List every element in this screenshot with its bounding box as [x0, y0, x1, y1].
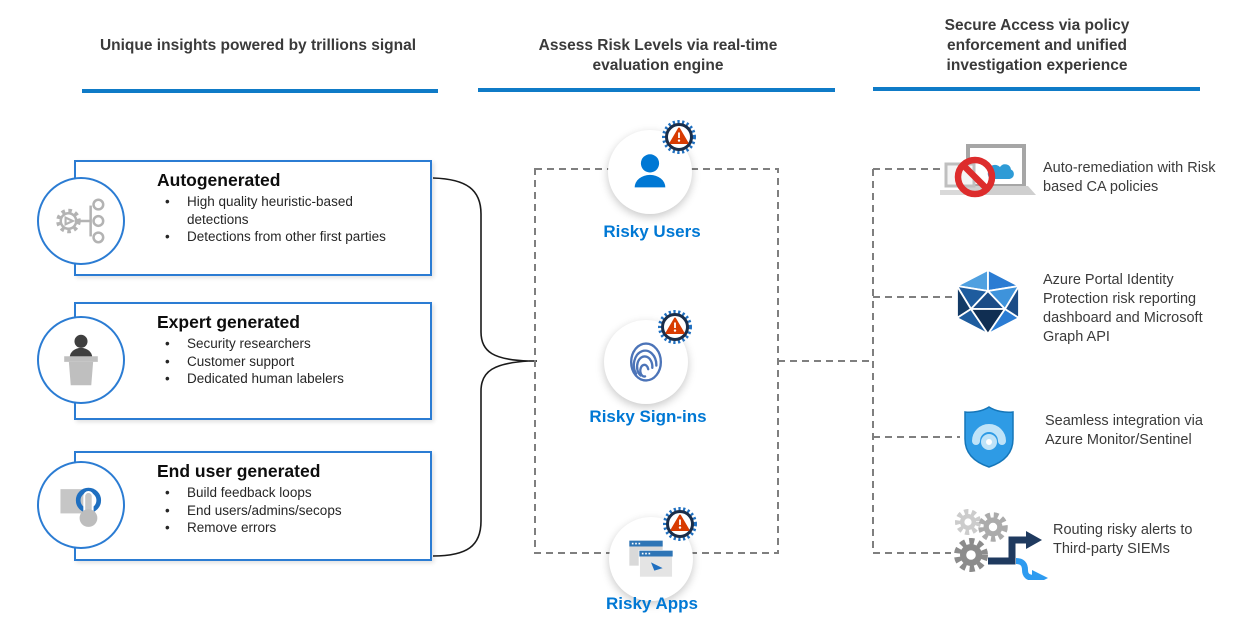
presenter-podium-icon — [64, 334, 98, 386]
header-assess-risk: Assess Risk Levels via real-time evaluat… — [538, 37, 778, 74]
risky-users-circle — [608, 120, 696, 214]
blocked-device-icon — [938, 140, 1038, 225]
bullet-list: Build feedback loops End users/admins/se… — [157, 484, 420, 537]
siem-routing-text: Routing risky alerts to Third-party SIEM… — [1053, 522, 1193, 558]
bullet-item: Build feedback loops — [157, 484, 402, 502]
header-underline — [478, 88, 835, 92]
bullet-list: High quality heuristic-based detections … — [157, 193, 420, 246]
bullet-item: Security researchers — [157, 335, 402, 353]
header-underline — [82, 89, 438, 93]
fingerprint-icon — [629, 342, 663, 382]
bullet-item: Detections from other first parties — [157, 228, 402, 246]
risky-apps-circle — [609, 507, 697, 601]
source-box-expert-generated: Expert generated Security researchers Cu… — [74, 302, 432, 420]
azure-portal-text: Azure Portal Identity Protection risk re… — [1043, 272, 1203, 346]
brace-connector — [432, 177, 530, 557]
end-user-generated-circle — [37, 461, 125, 549]
box-title: Expert generated — [157, 312, 300, 332]
gears-routing-icon — [946, 506, 1056, 586]
user-icon — [634, 154, 666, 188]
app-windows-icon — [629, 540, 674, 578]
dashed-connectors — [534, 168, 960, 554]
bullet-item: High quality heuristic-based detections — [157, 193, 402, 228]
user-tap-icon — [60, 487, 102, 527]
risky-apps-label: Risky Apps — [606, 594, 698, 613]
azure-monitor-text: Seamless integration via Azure Monitor/S… — [1045, 413, 1203, 449]
source-box-autogenerated: Autogenerated High quality heuristic-bas… — [74, 160, 432, 276]
risky-signins-circle — [604, 310, 692, 404]
identity-protection-icon — [953, 269, 1023, 340]
alert-gear-badge-icon — [663, 507, 697, 541]
monitor-shield-icon — [961, 405, 1017, 474]
alert-gear-badge-icon — [658, 310, 692, 344]
bullet-item: Dedicated human labelers — [157, 370, 402, 388]
alert-gear-badge-icon — [662, 120, 696, 154]
header-unique-insights: Unique insights powered by trillions sig… — [99, 37, 417, 54]
bullet-list: Security researchers Customer support De… — [157, 335, 420, 388]
box-title: End user generated — [157, 461, 321, 481]
expert-generated-circle — [37, 316, 125, 404]
autogenerated-circle — [37, 177, 125, 265]
auto-remediation-text: Auto-remediation with Risk based CA poli… — [1043, 160, 1216, 196]
source-box-end-user-generated: End user generated Build feedback loops … — [74, 451, 432, 561]
header-underline — [873, 87, 1200, 91]
risky-users-label: Risky Users — [603, 222, 701, 241]
automation-branch-icon — [56, 198, 105, 244]
bullet-item: Customer support — [157, 353, 402, 371]
bullet-item: Remove errors — [157, 519, 402, 537]
bullet-item: End users/admins/secops — [157, 502, 402, 520]
risky-signins-label: Risky Sign-ins — [589, 407, 707, 426]
box-title: Autogenerated — [157, 170, 281, 190]
header-secure-access: Secure Access via policy enforcement and… — [944, 17, 1130, 74]
